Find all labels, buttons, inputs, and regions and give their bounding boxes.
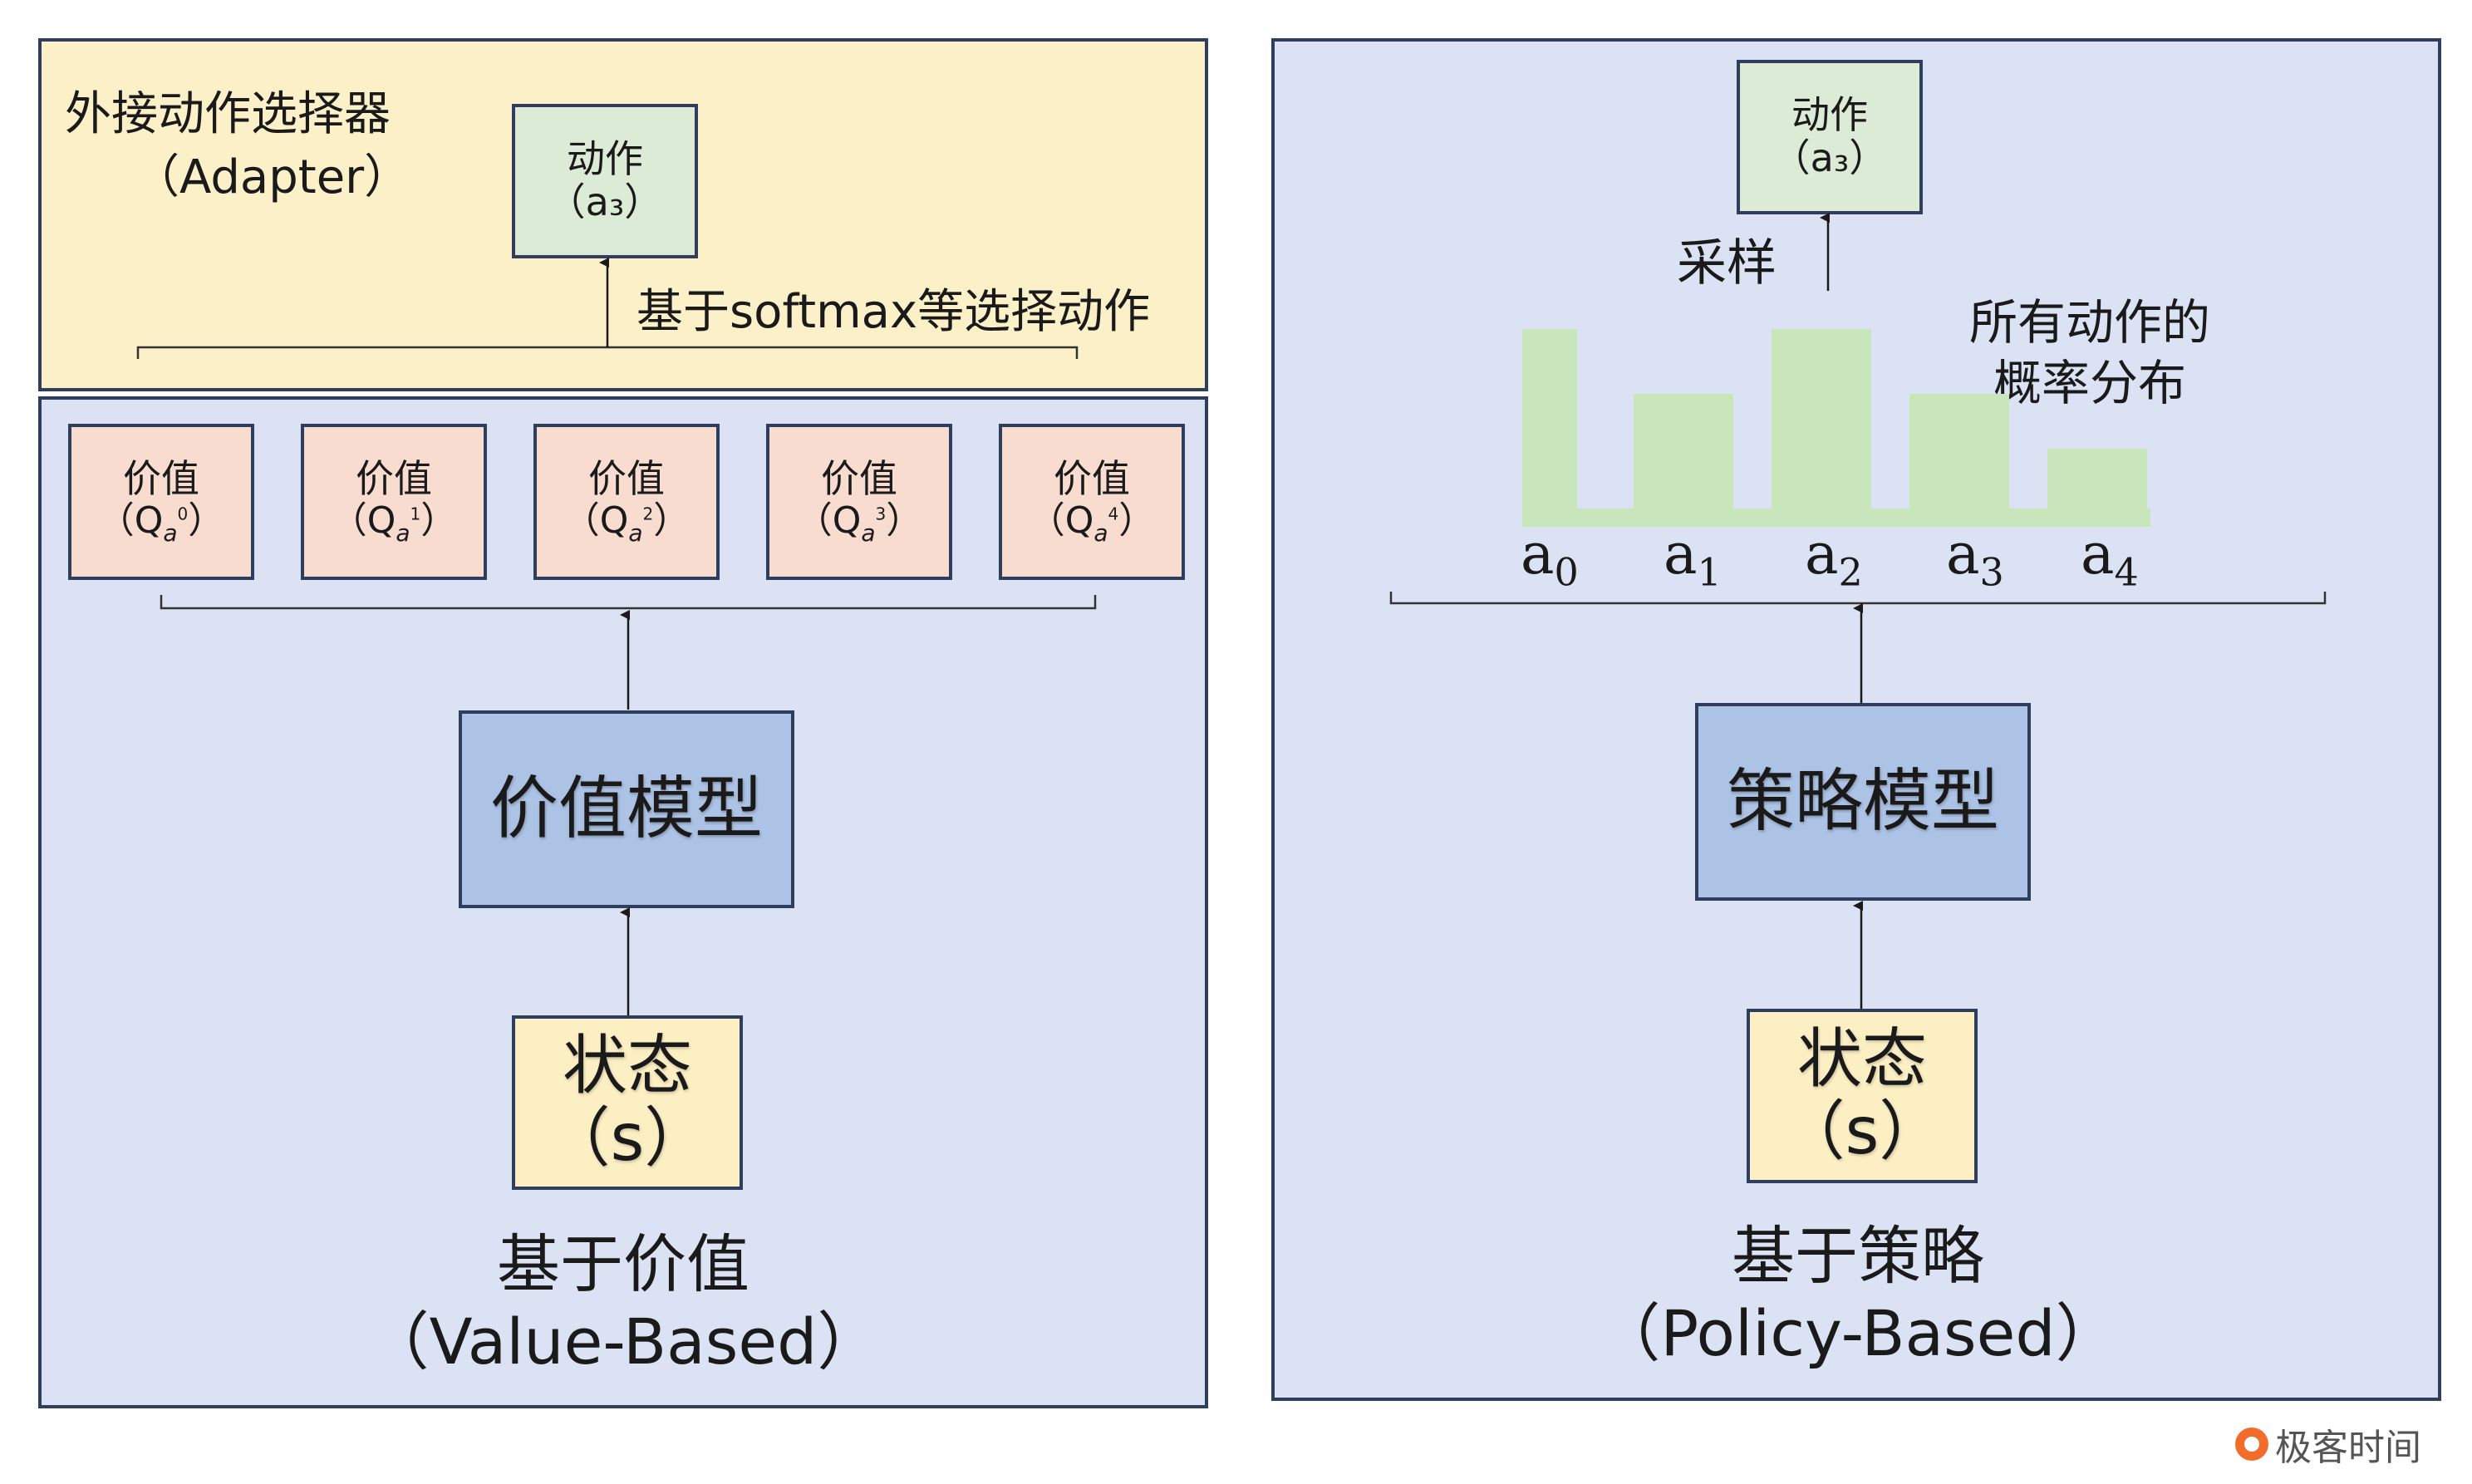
- probability-bar-1: [1634, 394, 1733, 509]
- q-value-label: 价值: [588, 455, 665, 501]
- q-value-expr: （Qa0）: [97, 499, 225, 547]
- policy-action-label: 动作: [1791, 92, 1868, 138]
- caption-subtitle: （Policy-Based）: [1597, 1295, 2119, 1370]
- q-value-expr: （Qa2）: [563, 499, 690, 547]
- action-label-2: a2: [1805, 522, 1863, 595]
- watermark-logo: 极客时间: [2235, 1418, 2421, 1471]
- q-value-label: 价值: [356, 455, 432, 501]
- q-value-label: 价值: [123, 455, 199, 501]
- q-value-expr: （Qa1）: [330, 499, 458, 547]
- state-symbol: （s）: [1780, 1094, 1944, 1169]
- value-based-caption: 基于价值 （Value-Based）: [249, 1226, 997, 1380]
- q-value-expr: （Qa3）: [795, 499, 923, 547]
- q-value-box-3: 价值 （Qa3）: [766, 424, 952, 580]
- q-value-box-0: 价值 （Qa0）: [68, 424, 254, 580]
- state-label: 状态: [562, 1028, 692, 1103]
- watermark-text: 极客时间: [2275, 1427, 2421, 1469]
- q-value-label: 价值: [821, 455, 897, 501]
- policy-model-box: 策略模型: [1695, 703, 2031, 901]
- probability-bar-4: [2047, 449, 2147, 509]
- caption-title: 基于价值: [497, 1227, 749, 1301]
- adapter-bracket: [136, 346, 1079, 359]
- state-symbol: （s）: [545, 1101, 710, 1176]
- action-label-1: a1: [1664, 522, 1722, 595]
- adapter-action-value: （a₃）: [547, 179, 663, 224]
- probability-bar-3: [1909, 394, 2009, 509]
- distribution-label-line2: 概率分布: [1993, 354, 2187, 411]
- q-bracket: [160, 595, 1097, 610]
- adapter-action-label: 动作: [567, 136, 643, 182]
- policy-action-value: （a₃）: [1772, 135, 1888, 180]
- probability-bar-0: [1522, 329, 1577, 509]
- policy-action-box: 动作 （a₃）: [1737, 60, 1923, 214]
- action-bracket: [1389, 592, 2327, 605]
- caption-subtitle: （Value-Based）: [366, 1304, 881, 1378]
- value-state-box: 状态 （s）: [512, 1015, 743, 1190]
- action-label-0: a0: [1521, 522, 1579, 595]
- state-label: 状态: [1796, 1021, 1927, 1097]
- watermark-icon: [2235, 1427, 2268, 1461]
- adapter-title: 外接动作选择器: [65, 87, 391, 141]
- policy-state-box: 状态 （s）: [1747, 1009, 1978, 1183]
- value-model-box: 价值模型: [459, 710, 794, 908]
- distribution-baseline: [1522, 509, 2150, 527]
- softmax-select-label: 基于softmax等选择动作: [636, 285, 1151, 339]
- caption-title: 基于策略: [1732, 1219, 1984, 1293]
- q-value-expr: （Qa4）: [1028, 499, 1156, 547]
- q-value-box-4: 价值 （Qa4）: [999, 424, 1185, 580]
- policy-based-caption: 基于策略 （Policy-Based）: [1484, 1218, 2232, 1372]
- action-label-3: a3: [1946, 522, 2004, 595]
- sample-label: 采样: [1677, 234, 1777, 292]
- distribution-label: 所有动作的 概率分布: [1969, 292, 2210, 413]
- probability-bar-2: [1772, 329, 1871, 509]
- q-value-box-2: 价值 （Qa2）: [533, 424, 720, 580]
- q-value-label: 价值: [1054, 455, 1130, 501]
- adapter-subtitle: （Adapter）: [133, 150, 411, 204]
- adapter-action-box: 动作 （a₃）: [512, 104, 698, 258]
- action-label-4: a4: [2081, 522, 2139, 595]
- distribution-label-line1: 所有动作的: [1969, 294, 2211, 351]
- q-value-box-1: 价值 （Qa1）: [301, 424, 487, 580]
